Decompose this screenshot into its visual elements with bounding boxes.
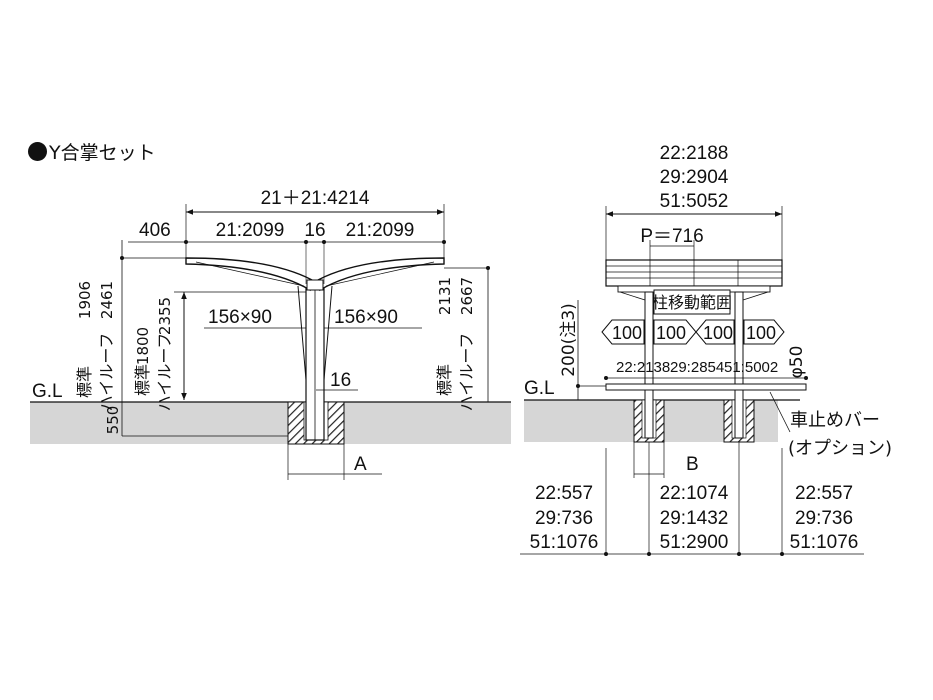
clear-std-label: 標準	[133, 364, 152, 396]
bullet-icon	[28, 142, 47, 161]
car-stop-bar	[605, 383, 807, 391]
width-29-label: 29:2904	[660, 167, 729, 188]
foundation-depth-label: 550	[104, 406, 122, 435]
mid-22-label: 22:1074	[660, 483, 729, 504]
label-b: B	[686, 454, 699, 475]
arrow-box-1: 100	[601, 319, 645, 345]
diagram-title: Y合掌セット	[28, 138, 156, 165]
left-51-label: 51:1076	[530, 532, 599, 553]
right-high-label: ハイルーフ	[457, 333, 476, 412]
overall-width-label: 21＋21:4214	[261, 188, 370, 209]
bar-diameter-label: φ50	[787, 346, 807, 379]
arrow-box-3: 100	[695, 319, 735, 345]
span-right-label: 21:2099	[346, 220, 415, 241]
post-range-label: 柱移動範囲	[652, 293, 732, 312]
left-high-label: ハイルーフ	[97, 333, 116, 412]
roof-depth-label: 406	[139, 220, 171, 241]
bar-51-label: 51:5002	[724, 359, 778, 376]
arrow-4-label: 100	[746, 323, 776, 343]
left-view: 21＋21:4214 21:2099 16 21:2099 406 156×90…	[30, 188, 511, 480]
left-22-label: 22:557	[535, 483, 593, 504]
clear-std-value: 1800	[134, 327, 152, 365]
right-view: 22:2188 29:2904 51:5052 P＝716 柱移動範囲 100 …	[520, 143, 892, 556]
bar-29-label: 29:2854	[670, 359, 724, 376]
left-std-value: 1906	[76, 281, 94, 319]
right-gl-label: G.L	[524, 378, 555, 399]
arrow-box-4: 100	[743, 319, 785, 345]
right-post-left	[644, 291, 654, 439]
beam-left-label: 156×90	[208, 307, 272, 328]
width-22-label: 22:2188	[660, 143, 729, 164]
arrow-1-label: 100	[612, 323, 642, 343]
left-29-label: 29:736	[535, 508, 593, 529]
stop-bar-label: 車止めバー	[790, 410, 880, 431]
diagram-title-text: Y合掌セット	[49, 142, 156, 164]
option-label: (オプション)	[788, 438, 892, 459]
left-high-value: 2461	[98, 281, 116, 319]
mid-29-label: 29:1432	[660, 508, 729, 529]
arrow-box-2: 100	[653, 319, 697, 345]
right-post-right	[734, 291, 744, 439]
right-high-value: 2667	[458, 277, 476, 315]
arrow-3-label: 100	[703, 323, 733, 343]
right-22-label: 22:557	[795, 483, 853, 504]
left-ground	[30, 402, 511, 444]
right-std-label: 標準	[435, 364, 454, 396]
clear-high-label: ハイルーフ	[155, 333, 174, 412]
span-gap-label: 16	[304, 220, 325, 241]
arrow-2-label: 100	[656, 323, 686, 343]
bar-height-label: 200(注3)	[559, 303, 579, 377]
post-gap-label: 16	[330, 370, 351, 391]
pitch-label: P＝716	[640, 226, 703, 247]
beam-right-label: 156×90	[334, 307, 398, 328]
left-gl-label: G.L	[32, 381, 63, 402]
right-std-value: 2131	[436, 277, 454, 315]
clear-high-value: 2355	[156, 297, 174, 335]
right-51-label: 51:1076	[790, 532, 859, 553]
width-51-label: 51:5052	[660, 191, 729, 212]
bar-22-label: 22:2138	[616, 359, 670, 376]
right-29-label: 29:736	[795, 508, 853, 529]
label-a: A	[354, 454, 367, 475]
mid-51-label: 51:2900	[660, 532, 729, 553]
span-left-label: 21:2099	[216, 220, 285, 241]
post-range-box	[653, 289, 731, 315]
left-std-label: 標準	[75, 366, 94, 398]
